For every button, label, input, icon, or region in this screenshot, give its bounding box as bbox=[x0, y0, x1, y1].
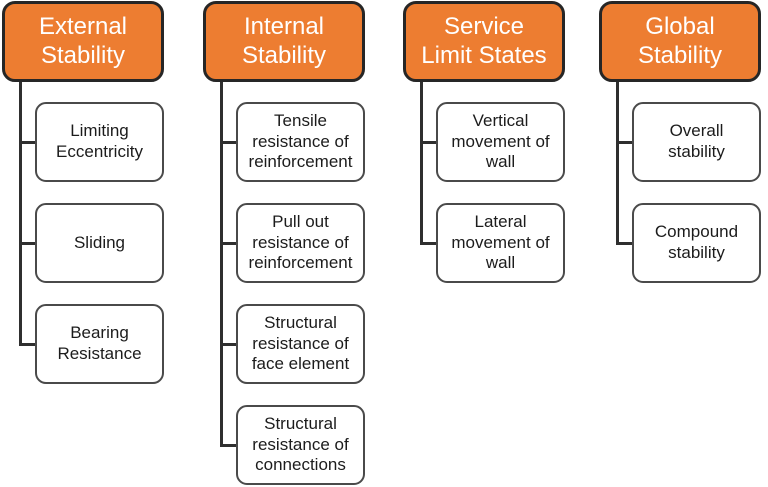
column-external-stability: External Stability Limiting Eccentricity… bbox=[2, 0, 164, 487]
connector-horizontal bbox=[420, 242, 436, 245]
connector-horizontal bbox=[220, 242, 236, 245]
node-pullout-resistance: Pull out resistance of reinforcement bbox=[236, 203, 365, 283]
connector-vertical bbox=[616, 82, 619, 244]
node-wrap: Sliding bbox=[19, 203, 164, 283]
header-service-limit-states: Service Limit States bbox=[403, 1, 565, 82]
node-vertical-movement: Vertical movement of wall bbox=[436, 102, 565, 182]
node-tensile-resistance: Tensile resistance of reinforcement bbox=[236, 102, 365, 182]
node-compound-stability: Compound stability bbox=[632, 203, 761, 283]
node-structural-resistance-connections: Structural resistance of connections bbox=[236, 405, 365, 485]
node-overall-stability: Overall stability bbox=[632, 102, 761, 182]
connector-horizontal bbox=[19, 343, 35, 346]
connector-horizontal bbox=[220, 141, 236, 144]
node-wrap: Bearing Resistance bbox=[19, 304, 164, 384]
connector-vertical bbox=[19, 82, 22, 345]
node-wrap: Pull out resistance of reinforcement bbox=[220, 203, 365, 283]
node-structural-resistance-face: Structural resistance of face element bbox=[236, 304, 365, 384]
column-global-stability: Global Stability Overall stability Compo… bbox=[599, 0, 761, 487]
node-wrap: Tensile resistance of reinforcement bbox=[220, 102, 365, 182]
children-internal-stability: Tensile resistance of reinforcement Pull… bbox=[220, 102, 365, 485]
header-internal-stability: Internal Stability bbox=[203, 1, 365, 82]
column-service-limit-states: Service Limit States Vertical movement o… bbox=[403, 0, 565, 487]
node-limiting-eccentricity: Limiting Eccentricity bbox=[35, 102, 164, 182]
children-external-stability: Limiting Eccentricity Sliding Bearing Re… bbox=[19, 102, 164, 384]
connector-horizontal bbox=[220, 343, 236, 346]
connector-horizontal bbox=[616, 242, 632, 245]
node-wrap: Compound stability bbox=[616, 203, 761, 283]
children-service-limit-states: Vertical movement of wall Lateral moveme… bbox=[420, 102, 565, 283]
node-wrap: Structural resistance of connections bbox=[220, 405, 365, 485]
node-sliding: Sliding bbox=[35, 203, 164, 283]
node-bearing-resistance: Bearing Resistance bbox=[35, 304, 164, 384]
children-global-stability: Overall stability Compound stability bbox=[616, 102, 761, 283]
connector-horizontal bbox=[420, 141, 436, 144]
connector-horizontal bbox=[19, 141, 35, 144]
connector-horizontal bbox=[19, 242, 35, 245]
connector-horizontal bbox=[220, 444, 236, 447]
node-lateral-movement: Lateral movement of wall bbox=[436, 203, 565, 283]
node-wrap: Vertical movement of wall bbox=[420, 102, 565, 182]
header-global-stability: Global Stability bbox=[599, 1, 761, 82]
header-external-stability: External Stability bbox=[2, 1, 164, 82]
column-internal-stability: Internal Stability Tensile resistance of… bbox=[203, 0, 365, 487]
connector-vertical bbox=[420, 82, 423, 244]
node-wrap: Structural resistance of face element bbox=[220, 304, 365, 384]
node-wrap: Overall stability bbox=[616, 102, 761, 182]
connector-horizontal bbox=[616, 141, 632, 144]
node-wrap: Lateral movement of wall bbox=[420, 203, 565, 283]
node-wrap: Limiting Eccentricity bbox=[19, 102, 164, 182]
connector-vertical bbox=[220, 82, 223, 446]
